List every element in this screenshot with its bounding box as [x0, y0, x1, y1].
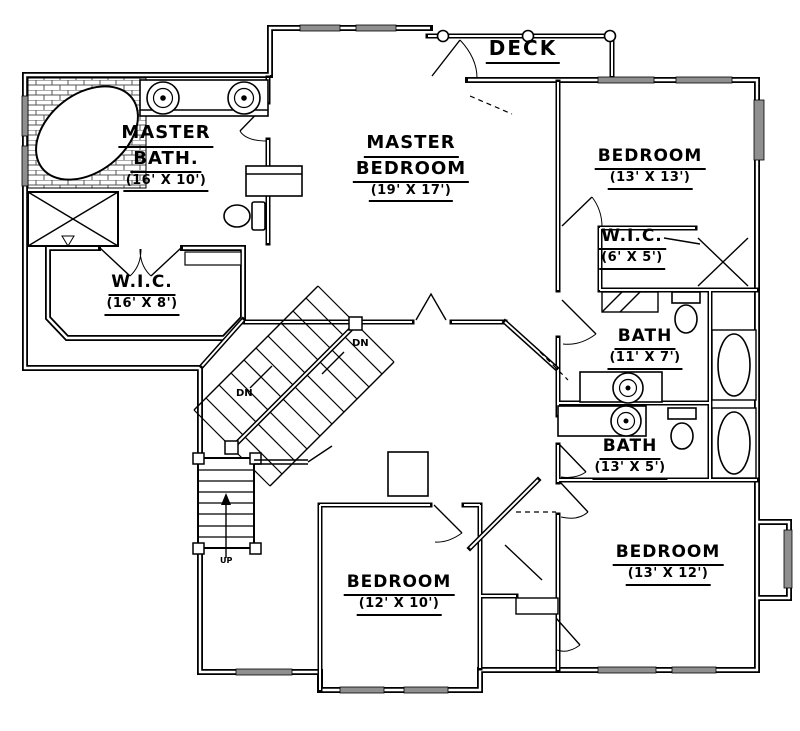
shower-icon	[27, 191, 119, 247]
vanity	[557, 405, 647, 437]
stair-rail	[254, 445, 333, 465]
corner-bathtub-icon	[27, 77, 147, 189]
small-staircase	[192, 445, 333, 558]
deck-railing	[425, 29, 617, 79]
sink-icon	[610, 405, 642, 437]
stair-dn-label: DN	[236, 388, 253, 399]
toilet-icon	[667, 407, 697, 450]
main-staircase	[193, 285, 395, 487]
room-label-bath-upper: BATH (11' X 7')	[607, 326, 683, 370]
sink-icon	[146, 81, 180, 115]
door-swings	[99, 39, 749, 652]
windows	[21, 24, 793, 694]
closet-shelf	[515, 597, 559, 615]
wall-break-chevron	[415, 292, 447, 321]
room-label-bath-lower: BATH (13' X 5')	[592, 436, 668, 480]
stair-up-label: UP	[220, 556, 233, 565]
sink-icon	[612, 372, 644, 404]
room-label-wic-west: W.I.C. (16' X 8')	[104, 272, 180, 316]
room-label-wic-ne: W.I.C. (6' X 5')	[598, 226, 666, 270]
room-label-bedroom-ne: BEDROOM (13' X 13')	[594, 146, 706, 190]
toilet-icon	[671, 291, 701, 334]
bathtub-icon	[711, 329, 757, 401]
bathtub-icon	[711, 407, 757, 479]
double-vanity	[139, 79, 269, 117]
stair-dn-label: DN	[352, 338, 369, 349]
room-label-deck: DECK	[485, 36, 561, 64]
toilet-icon	[223, 201, 266, 231]
room-label-master-bedroom: MASTER BEDROOM (19' X 17')	[352, 132, 470, 203]
dresser	[245, 165, 303, 197]
room-label-bedroom-south: BEDROOM (12' X 10')	[343, 572, 455, 616]
window-seat	[184, 251, 242, 266]
vanity	[579, 371, 663, 404]
room-label-master-bath: MASTER BATH. (16' X 10')	[118, 122, 214, 193]
closet-counter	[601, 291, 659, 313]
linen-closet	[387, 451, 429, 497]
room-label-bedroom-se: BEDROOM (13' X 12')	[612, 542, 724, 586]
sink-icon	[227, 81, 261, 115]
